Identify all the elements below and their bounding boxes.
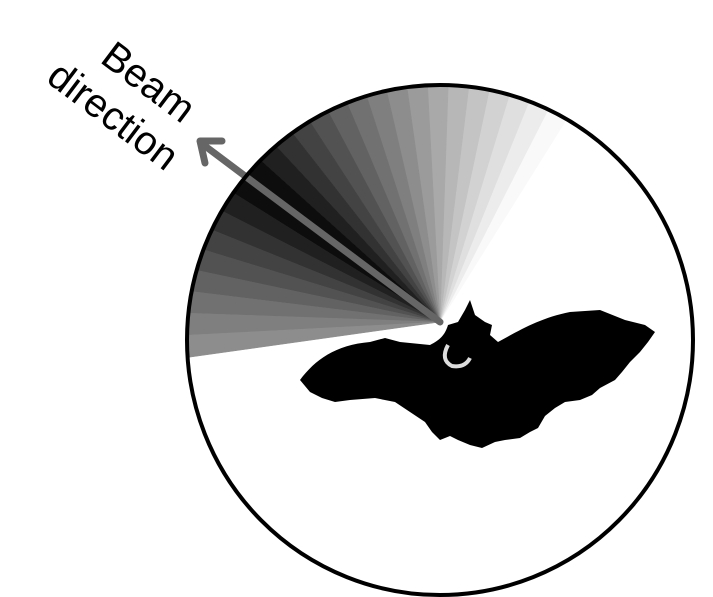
sonar-beam-fan	[120, 2, 610, 367]
beam-direction-label: Beam direction	[39, 15, 215, 179]
